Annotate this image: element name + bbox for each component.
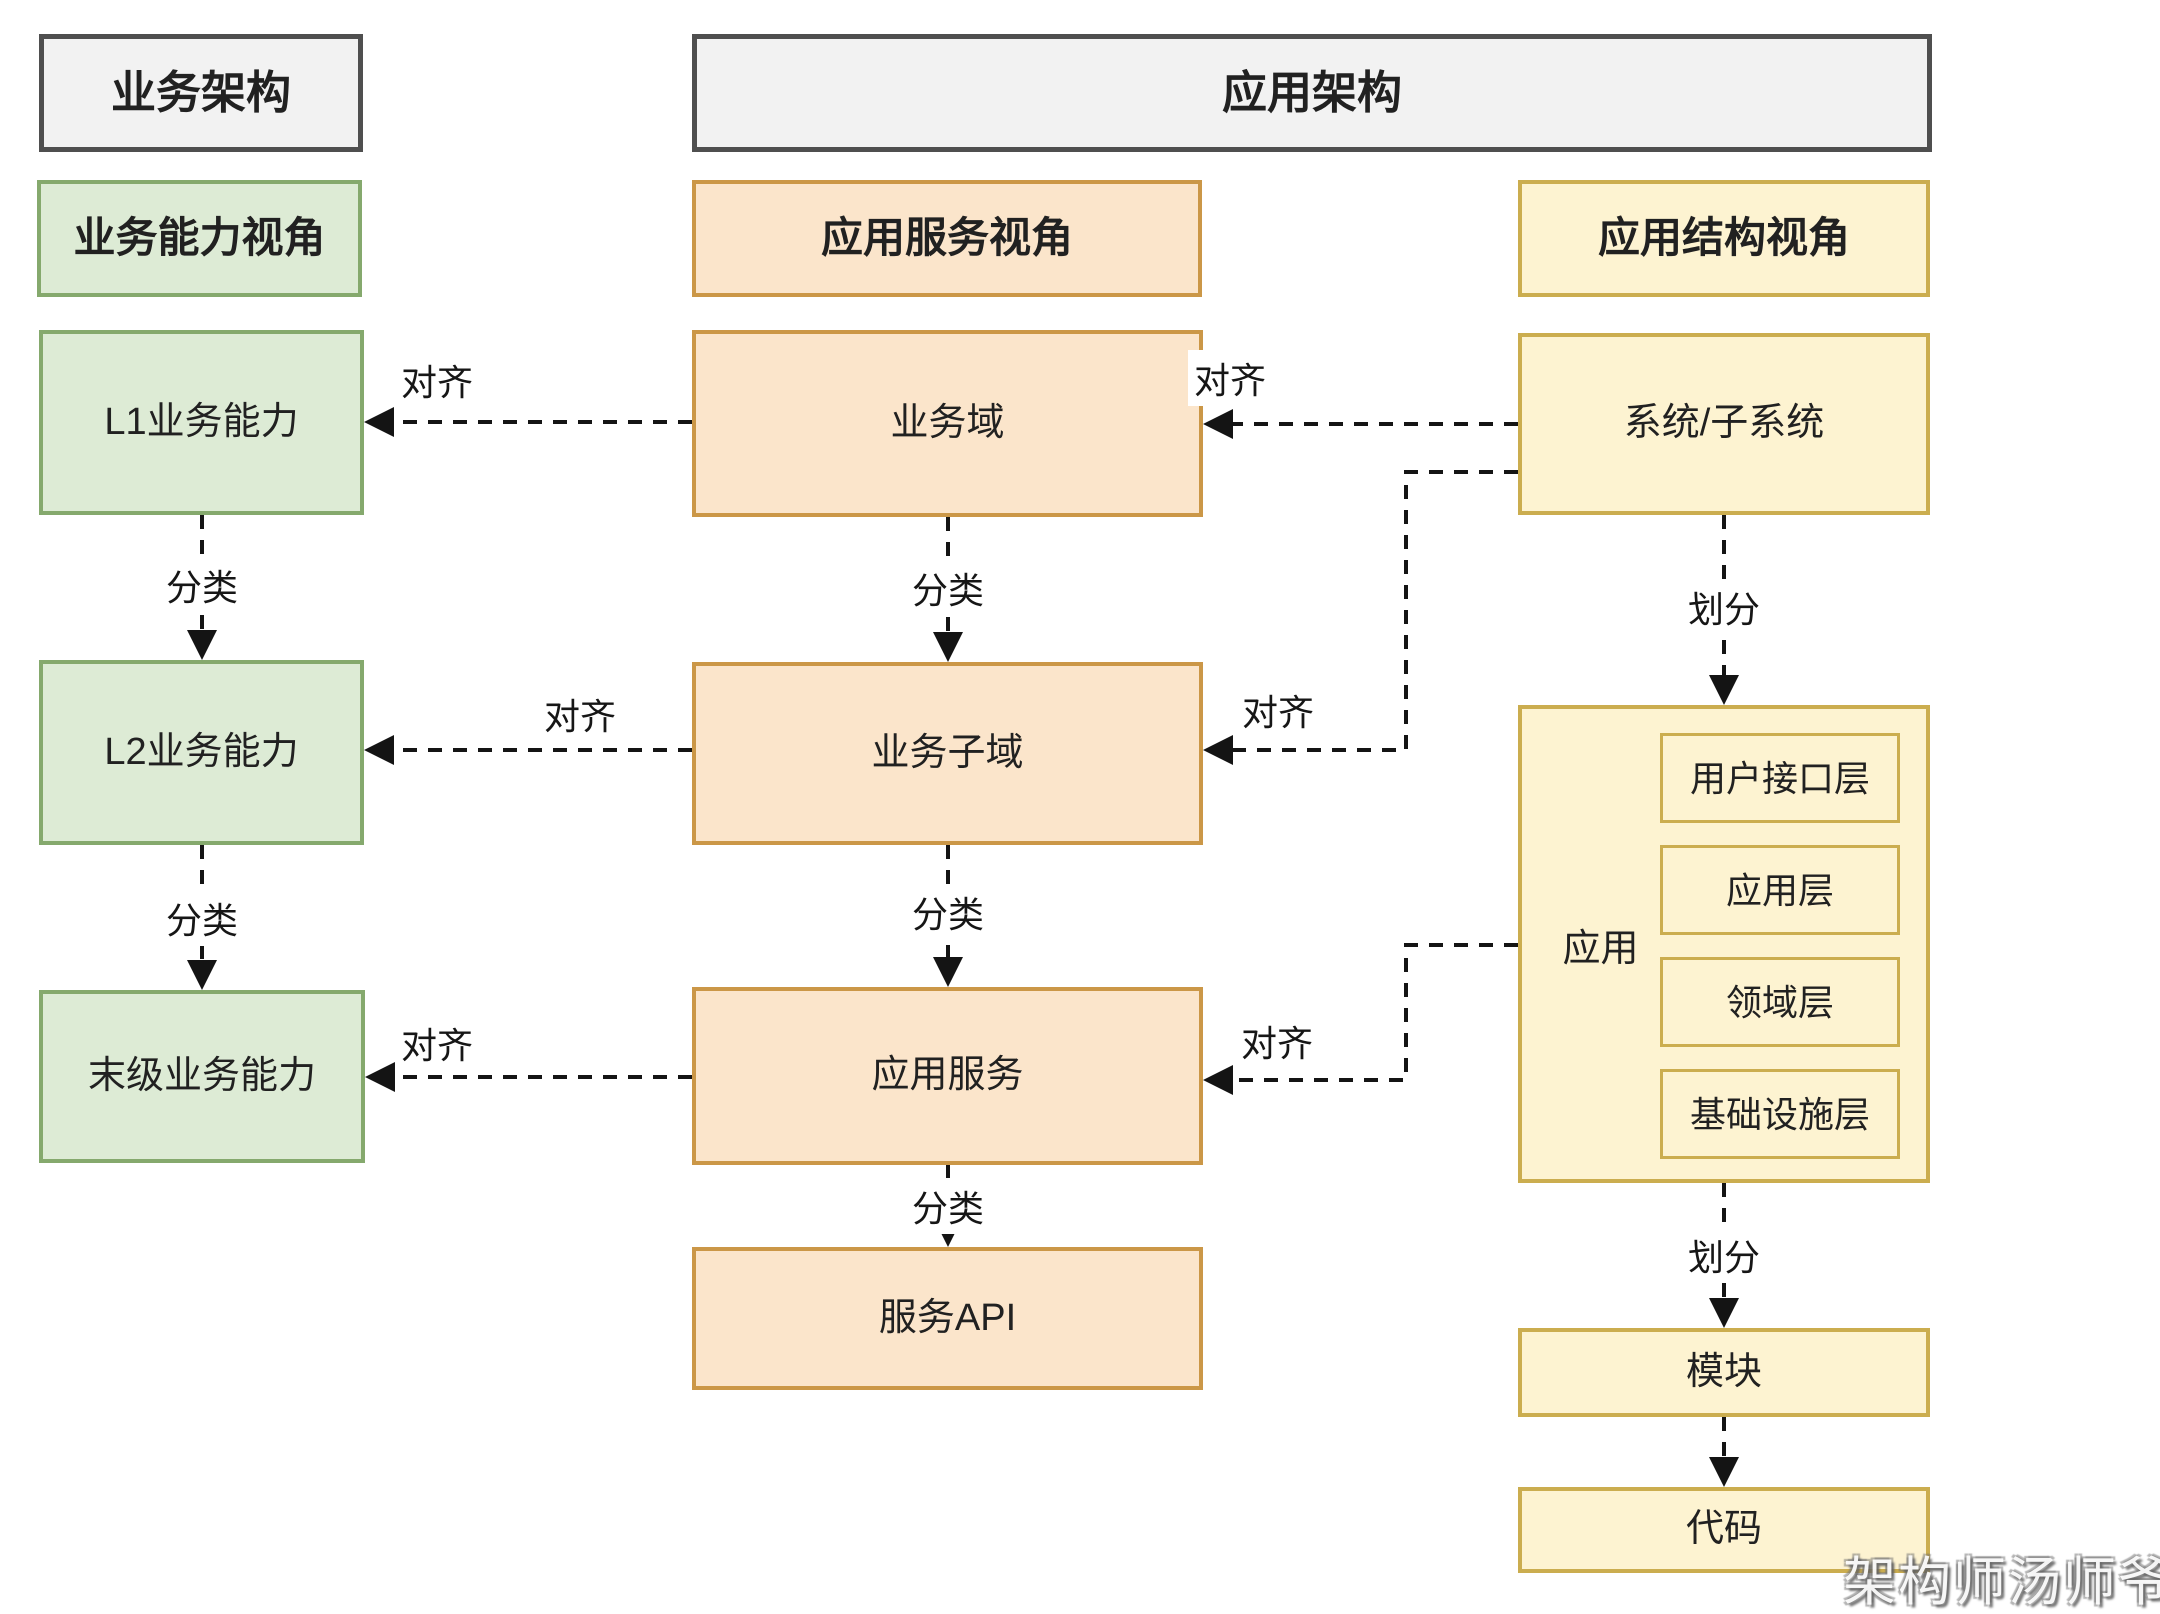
- label-classify: 分类: [905, 560, 991, 616]
- box-ui-layer: 用户接口层: [1660, 733, 1900, 823]
- box-business-domain: 业务域: [692, 330, 1203, 517]
- connector-align-app-to-appservice: [1219, 943, 1518, 1082]
- label-align: 对齐: [394, 1015, 480, 1071]
- label-align: 对齐: [1187, 350, 1273, 406]
- arrowhead-left-icon: [364, 735, 394, 765]
- box-infrastructure-layer: 基础设施层: [1660, 1069, 1900, 1159]
- label-partition: 划分: [1681, 579, 1767, 635]
- header-application-structure-view: 应用结构视角: [1518, 180, 1930, 297]
- arrowhead-left-icon: [1203, 409, 1233, 439]
- label-align: 对齐: [537, 686, 623, 742]
- connector-align-system-to-subdomain: [1219, 470, 1518, 752]
- box-application-service: 应用服务: [692, 987, 1203, 1165]
- header-application-architecture: 应用架构: [692, 34, 1932, 152]
- arrowhead-left-icon: [1203, 735, 1233, 765]
- arrowhead-down-icon: [187, 630, 217, 660]
- arrowhead-down-icon: [933, 632, 963, 662]
- label-align: 对齐: [394, 352, 480, 408]
- header-business-architecture: 业务架构: [39, 34, 363, 152]
- arrowhead-down-icon: [1709, 1298, 1739, 1328]
- box-l1-business-capability: L1业务能力: [39, 330, 364, 515]
- arrowhead-down-icon: [187, 960, 217, 990]
- box-code: 代码: [1518, 1487, 1930, 1573]
- arrowhead-down-icon: [1709, 1457, 1739, 1487]
- header-business-capability-view: 业务能力视角: [37, 180, 362, 297]
- box-application-layer: 应用层: [1660, 845, 1900, 935]
- arrowhead-down-icon: [933, 957, 963, 987]
- label-align: 对齐: [1235, 682, 1321, 738]
- box-leaf-business-capability: 末级业务能力: [39, 990, 365, 1163]
- arrowhead-left-icon: [365, 1062, 395, 1092]
- arrowhead-left-icon: [1203, 1065, 1233, 1095]
- arrowhead-left-icon: [364, 407, 394, 437]
- watermark-text: 架构师汤师爷: [1843, 1553, 2160, 1612]
- label-application: 应用: [1562, 927, 1639, 970]
- header-application-service-view: 应用服务视角: [692, 180, 1202, 297]
- label-partition: 划分: [1681, 1227, 1767, 1283]
- label-classify: 分类: [159, 557, 245, 613]
- label-classify: 分类: [159, 890, 245, 946]
- arrowhead-down-icon: [1709, 675, 1739, 705]
- box-system-subsystem: 系统/子系统: [1518, 333, 1930, 515]
- label-classify: 分类: [905, 884, 991, 940]
- box-business-subdomain: 业务子域: [692, 662, 1203, 845]
- box-domain-layer: 领域层: [1660, 957, 1900, 1047]
- box-l2-business-capability: L2业务能力: [39, 660, 364, 845]
- label-classify: 分类: [905, 1178, 991, 1234]
- box-service-api: 服务API: [692, 1247, 1203, 1390]
- box-module: 模块: [1518, 1328, 1930, 1417]
- label-align: 对齐: [1234, 1013, 1320, 1069]
